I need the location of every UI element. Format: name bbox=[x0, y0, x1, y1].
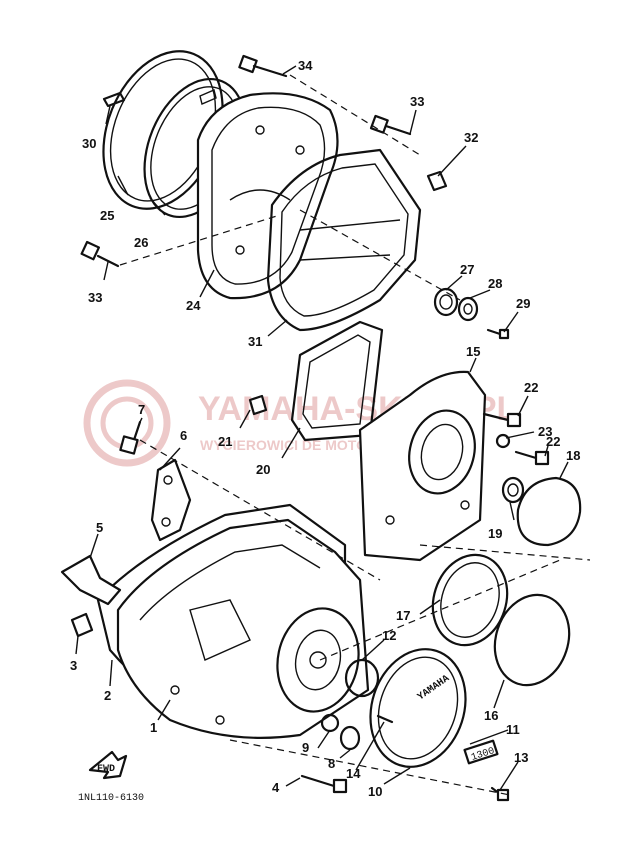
callout-33-lower: 33 bbox=[88, 290, 102, 305]
callout-29: 29 bbox=[516, 296, 530, 311]
part-9-o-ring bbox=[320, 713, 340, 733]
part-1-crankcase-cover bbox=[116, 518, 370, 739]
part-23-o-ring bbox=[495, 433, 511, 449]
part-7-bolt bbox=[119, 420, 142, 455]
part-29-screw bbox=[486, 328, 510, 340]
callout-6: 6 bbox=[180, 428, 187, 443]
callout-31: 31 bbox=[248, 334, 262, 349]
callout-3: 3 bbox=[70, 658, 77, 673]
part-4-bolt bbox=[300, 774, 348, 794]
part-6-bracket bbox=[150, 458, 192, 542]
callout-7: 7 bbox=[138, 402, 145, 417]
callout-23: 23 bbox=[538, 424, 552, 439]
part-31-gasket bbox=[266, 148, 422, 332]
callout-25: 25 bbox=[100, 208, 114, 223]
leader-lines bbox=[75, 65, 569, 791]
callout-5: 5 bbox=[96, 520, 103, 535]
callout-8: 8 bbox=[328, 756, 335, 771]
callout-32: 32 bbox=[464, 130, 478, 145]
callout-30: 30 bbox=[82, 136, 96, 151]
callout-2: 2 bbox=[104, 688, 111, 703]
callout-22-lower: 22 bbox=[546, 434, 560, 449]
part-17-gasket bbox=[431, 553, 509, 647]
part-24-crankcase-cover bbox=[196, 92, 339, 300]
callout-16: 16 bbox=[484, 708, 498, 723]
part-16-cover bbox=[493, 593, 571, 687]
callout-22-upper: 22 bbox=[524, 380, 538, 395]
callout-numbers: 30 25 26 24 31 34 33 32 33 27 28 29 15 2… bbox=[70, 58, 580, 799]
callout-21: 21 bbox=[218, 434, 232, 449]
callout-4: 4 bbox=[272, 780, 280, 795]
callout-9: 9 bbox=[302, 740, 309, 755]
part-3-dowel bbox=[70, 612, 94, 638]
part-32-dowel bbox=[426, 170, 448, 192]
part-10-generator-cover: YAMAHA bbox=[369, 648, 467, 768]
part-28-collar bbox=[457, 296, 479, 322]
callout-18: 18 bbox=[566, 448, 580, 463]
part-34-bolt bbox=[238, 54, 288, 78]
callout-10: 10 bbox=[368, 784, 382, 799]
part-33-bolt-upper bbox=[369, 114, 412, 136]
watermark-logo-icon bbox=[83, 379, 171, 467]
callout-15: 15 bbox=[466, 344, 480, 359]
callout-13: 13 bbox=[514, 750, 528, 765]
callout-12: 12 bbox=[382, 628, 396, 643]
part-13-screw bbox=[490, 786, 510, 802]
part-22-bolt-lower bbox=[514, 450, 550, 466]
fwd-arrow-label: FWD bbox=[97, 764, 115, 775]
callout-26: 26 bbox=[134, 235, 148, 250]
callout-1: 1 bbox=[150, 720, 157, 735]
callout-24: 24 bbox=[186, 298, 201, 313]
part-21-dowel bbox=[248, 394, 268, 416]
part-5-bracket bbox=[60, 554, 122, 606]
callout-19: 19 bbox=[488, 526, 502, 541]
drawing-code: 1NL110-6130 bbox=[78, 793, 144, 804]
part-11-emblem: 1300 bbox=[463, 739, 499, 765]
part-14-screw bbox=[376, 714, 394, 724]
watermark-subtitle: WYCIEROWICI DE MOTORACH bbox=[200, 437, 407, 453]
part-27-oil-seal bbox=[433, 287, 459, 317]
callout-33-upper: 33 bbox=[410, 94, 424, 109]
part-8-plug bbox=[339, 725, 361, 751]
callout-28: 28 bbox=[488, 276, 502, 291]
callout-27: 27 bbox=[460, 262, 474, 277]
callout-20: 20 bbox=[256, 462, 270, 477]
part-18-circlip bbox=[516, 476, 582, 547]
callout-11: 11 bbox=[506, 722, 520, 737]
callout-14: 14 bbox=[346, 766, 361, 781]
callout-34: 34 bbox=[298, 58, 313, 73]
fwd-arrow-icon: FWD bbox=[88, 750, 128, 780]
part-22-bolt-upper bbox=[482, 412, 522, 428]
callout-17: 17 bbox=[396, 608, 410, 623]
part-33-bolt-lower bbox=[80, 240, 120, 268]
part-19-bearing bbox=[501, 476, 525, 504]
